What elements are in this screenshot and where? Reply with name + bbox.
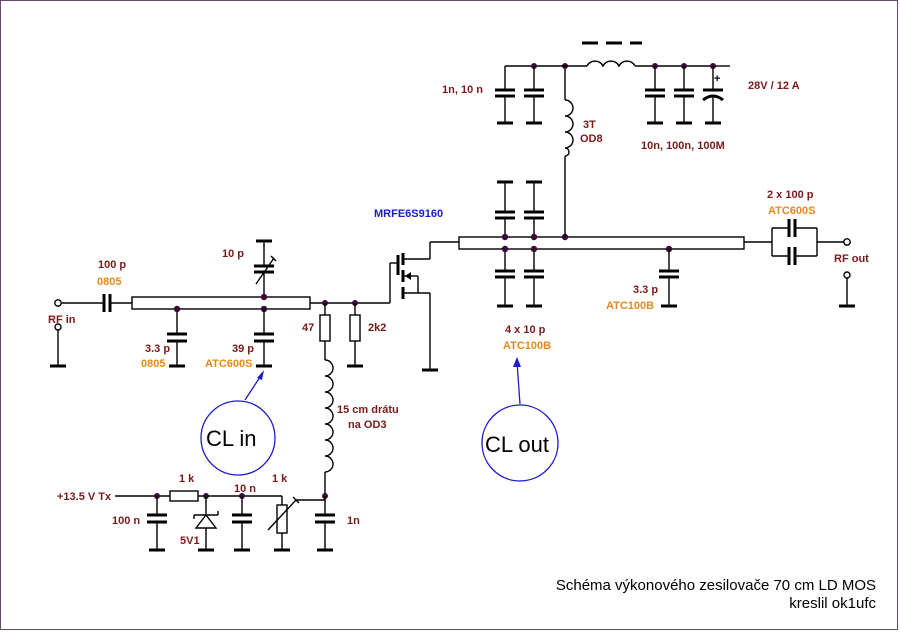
inductor-3t-od8 bbox=[564, 99, 574, 157]
resistor-1k-a bbox=[169, 490, 199, 502]
capacitor-1n bbox=[315, 496, 335, 552]
inductor-15cm-wire bbox=[324, 359, 334, 473]
label-c-100n: 100 n bbox=[112, 515, 140, 527]
label-c-3p3-out: 3.3 p bbox=[633, 284, 658, 296]
capacitors-4x10p-bottom bbox=[495, 249, 544, 308]
capacitors-10n-100n-100m: + bbox=[645, 66, 724, 125]
label-c-100p: 100 p bbox=[98, 259, 126, 271]
label-c-atc100b-mid: ATC100B bbox=[503, 340, 551, 352]
capacitors-4x10p-top bbox=[495, 180, 544, 237]
label-c-1n: 1n bbox=[347, 515, 360, 527]
cl-out-circle bbox=[481, 404, 559, 482]
ferrite-choke bbox=[582, 41, 642, 68]
label-wire-15cm: 15 cm drátu bbox=[337, 404, 399, 416]
output-stripline bbox=[458, 236, 745, 250]
label-c-0805-a: 0805 bbox=[97, 276, 121, 288]
cl-out-arrow bbox=[513, 357, 521, 405]
label-wire-od3: na OD3 bbox=[348, 419, 387, 431]
schematic-author: kreslil ok1ufc bbox=[789, 595, 876, 612]
label-r-1k-a: 1 k bbox=[179, 473, 195, 485]
rf-out-terminal bbox=[843, 238, 851, 246]
label-c-2x100p: 2 x 100 p bbox=[767, 189, 814, 201]
label-c-10p: 10 p bbox=[222, 248, 244, 260]
schematic-title: Schéma výkonového zesilovače 70 cm LD MO… bbox=[556, 577, 876, 594]
capacitor-100n bbox=[147, 496, 167, 552]
label-zener-5v1: 5V1 bbox=[180, 535, 200, 547]
label-rf-out: RF out bbox=[834, 253, 869, 265]
label-c-10n-100n-100m: 10n, 100n, 100M bbox=[641, 140, 725, 152]
label-c-atc600s-in: ATC600S bbox=[205, 358, 252, 370]
capacitors-1n-10n bbox=[495, 66, 544, 125]
label-c-atc100b-out: ATC100B bbox=[606, 300, 654, 312]
input-stripline bbox=[131, 296, 311, 310]
label-transistor: MRFE6S9160 bbox=[374, 208, 443, 220]
label-c-10n: 10 n bbox=[234, 483, 256, 495]
capacitor-100p-series bbox=[102, 294, 112, 312]
label-l-od8: OD8 bbox=[580, 133, 603, 145]
label-r-1k-b: 1 k bbox=[272, 473, 288, 485]
resistor-47 bbox=[319, 303, 331, 360]
label-rf-in: RF in bbox=[48, 314, 76, 326]
label-c-1n-10n: 1n, 10 n bbox=[442, 84, 483, 96]
potentiometer-1k bbox=[267, 496, 325, 552]
cl-out-label: CL out bbox=[485, 432, 549, 457]
label-supply-28v: 28V / 12 A bbox=[748, 80, 800, 92]
cl-in-circle bbox=[200, 400, 276, 476]
capacitor-3p3-output bbox=[659, 249, 679, 308]
trimmer-capacitor-10p bbox=[254, 239, 277, 297]
label-c-4x10p: 4 x 10 p bbox=[505, 324, 546, 336]
svg-text:+: + bbox=[714, 73, 720, 85]
label-l-3t: 3T bbox=[583, 119, 596, 131]
resistor-2k2 bbox=[347, 303, 363, 368]
label-r-47: 47 bbox=[302, 322, 314, 334]
cl-in-label: CL in bbox=[206, 426, 257, 451]
zener-diode-5v1 bbox=[193, 496, 219, 552]
label-c-39p: 39 p bbox=[232, 343, 254, 355]
cl-in-arrow bbox=[244, 370, 264, 401]
label-r-2k2: 2k2 bbox=[368, 322, 386, 334]
label-c-0805-b: 0805 bbox=[141, 358, 165, 370]
capacitor-39p bbox=[254, 309, 274, 368]
mosfet-transistor bbox=[389, 242, 438, 372]
label-c-atc600s-out: ATC600S bbox=[768, 205, 815, 217]
label-c-3p3: 3.3 p bbox=[145, 343, 170, 355]
capacitors-2x100p-output bbox=[771, 219, 818, 265]
capacitor-3p3-input bbox=[167, 309, 187, 368]
rf-in-terminal bbox=[54, 299, 62, 307]
label-supply-13v5: +13.5 V Tx bbox=[57, 491, 112, 503]
capacitor-10n bbox=[232, 496, 252, 552]
